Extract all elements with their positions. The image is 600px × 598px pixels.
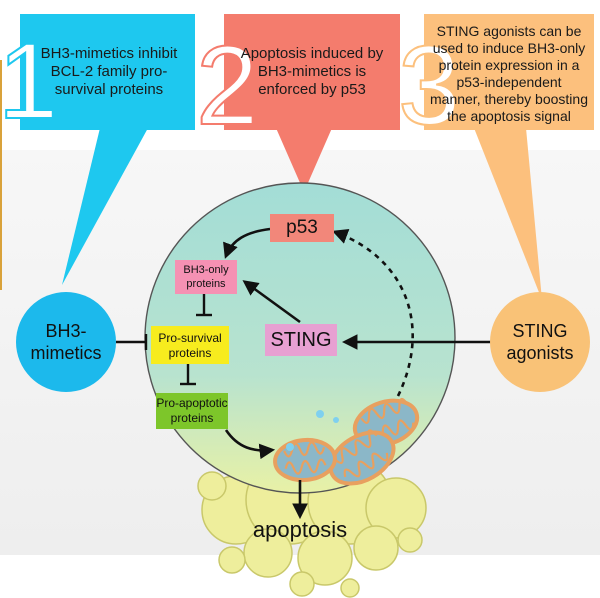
- pro-survival-label: Pro-survival proteins: [158, 331, 222, 360]
- callout-1: 1: [0, 14, 195, 285]
- arrow-sting-to-bh3only: [242, 280, 301, 324]
- cytochrome-c-release: [286, 410, 339, 451]
- sting-agonists-label: STING agonists: [506, 321, 574, 363]
- arrow-proapoptotic-to-mito: [224, 429, 276, 460]
- inhibit-prosurvival-to-proapoptotic: [180, 364, 196, 386]
- p53-label: p53: [286, 217, 318, 238]
- sting-box: [265, 324, 337, 356]
- p53-box: [270, 214, 334, 242]
- arrow-mito-to-p53-dashed: [332, 229, 414, 397]
- callout-2-text: Apoptosis induced by BH3-mimetics is enf…: [240, 45, 384, 98]
- pro-apoptotic-label: Pro-apoptotic proteins: [156, 396, 228, 425]
- bh3-mimetics-label: BH3-mimetics: [30, 321, 102, 363]
- bh3-only-box: [175, 260, 237, 294]
- inhibit-bh3mimetics-to-prosurvival: [116, 334, 148, 350]
- callout-2: 2: [195, 14, 400, 192]
- callout-3-number: 3: [398, 23, 460, 148]
- callout-1-number: 1: [0, 20, 58, 141]
- sting-label: STING: [270, 329, 332, 351]
- arrow-p53-to-bh3only: [223, 227, 271, 259]
- sting-agonists-circle: [490, 292, 590, 392]
- callout-3-text: STING agonists can be used to induce BH3…: [430, 23, 588, 124]
- pro-survival-box: [151, 326, 229, 364]
- apoptosis-label: apoptosis: [252, 517, 348, 542]
- callout-1-text: BH3-mimetics inhibit BCL-2 family pro-su…: [40, 45, 178, 98]
- callout-2-number: 2: [196, 23, 258, 148]
- bh3-mimetics-circle: [16, 292, 116, 392]
- bh3-only-label: BH3-only proteins: [183, 264, 229, 290]
- inhibit-bh3only-to-prosurvival: [196, 294, 212, 317]
- pro-apoptotic-box: [156, 393, 228, 429]
- mitochondrion-2: [328, 430, 396, 486]
- callout-3: 3: [397, 14, 594, 300]
